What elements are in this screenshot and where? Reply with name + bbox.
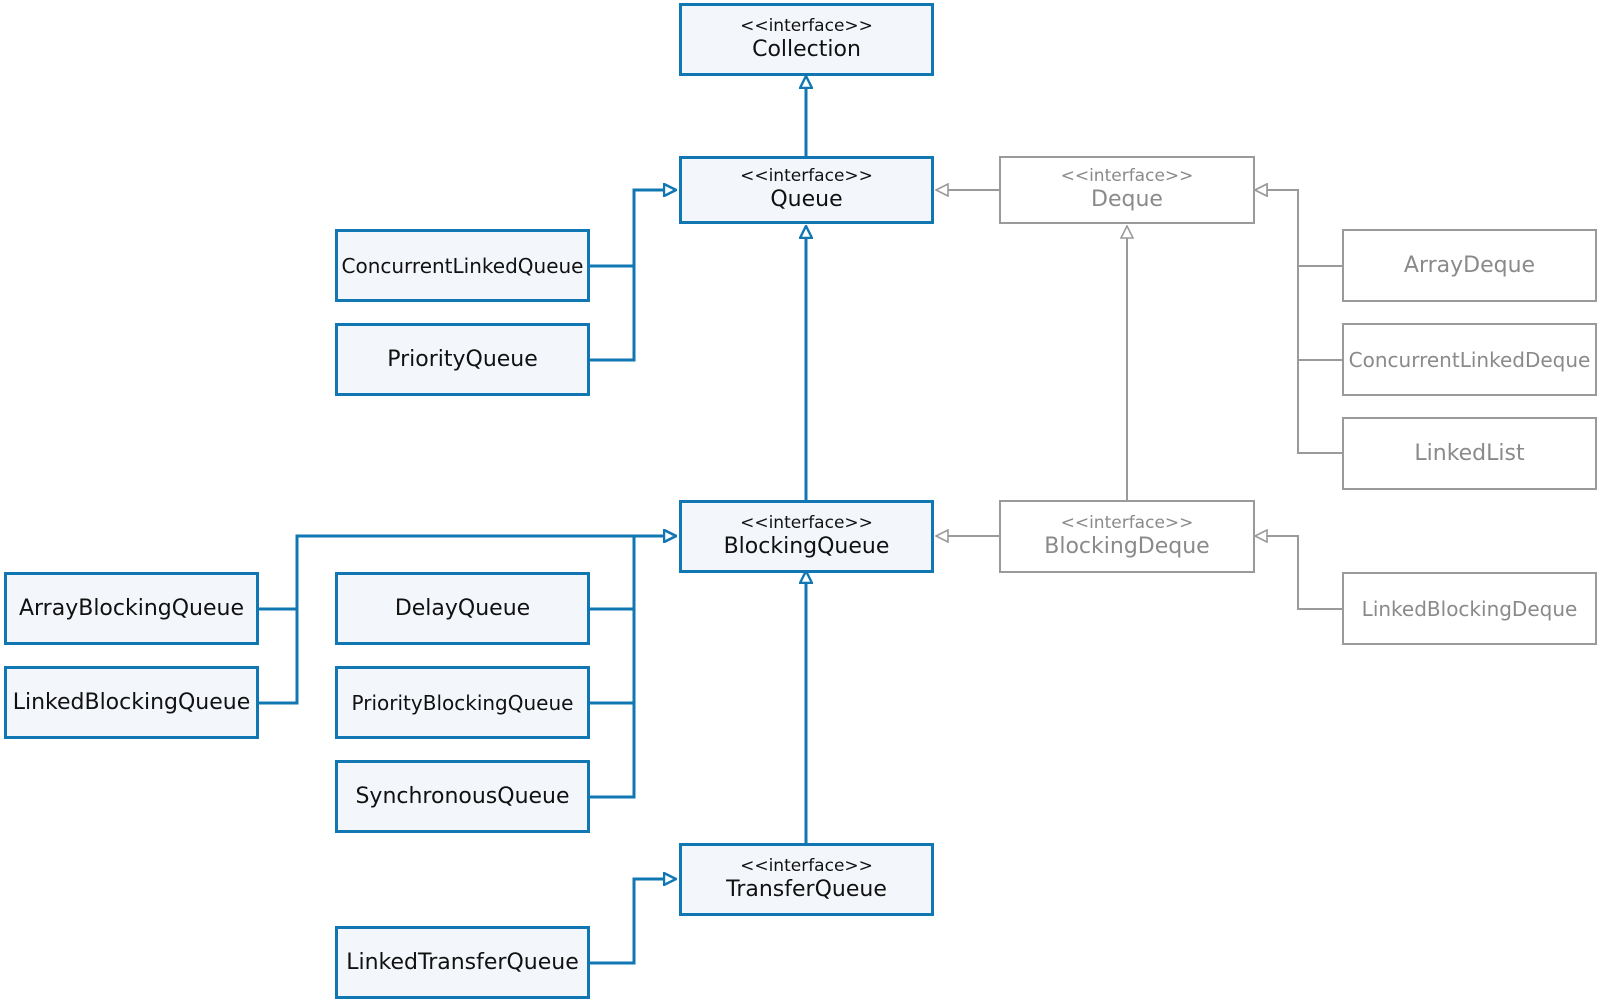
class-priority-blocking-queue[interactable]: PriorityBlockingQueue	[335, 666, 590, 739]
node-title: Collection	[752, 36, 861, 62]
edge-priorityqueue-queue	[590, 190, 676, 362]
class-linked-list[interactable]: LinkedList	[1342, 417, 1597, 490]
stereotype-label: <<interface>>	[1060, 512, 1194, 533]
interface-blocking-queue[interactable]: <<interface>> BlockingQueue	[679, 500, 934, 573]
interface-transfer-queue[interactable]: <<interface>> TransferQueue	[679, 843, 934, 916]
node-title: BlockingQueue	[723, 533, 890, 559]
interface-queue[interactable]: <<interface>> Queue	[679, 156, 934, 224]
node-title: Queue	[770, 187, 843, 212]
node-title: PriorityBlockingQueue	[351, 690, 574, 715]
stereotype-label: <<interface>>	[740, 855, 873, 876]
node-title: BlockingDeque	[1044, 533, 1210, 559]
interface-blocking-deque[interactable]: <<interface>> BlockingDeque	[999, 500, 1255, 573]
class-concurrent-linked-deque[interactable]: ConcurrentLinkedDeque	[1342, 323, 1597, 396]
node-title: LinkedBlockingDeque	[1361, 596, 1578, 621]
stereotype-label: <<interface>>	[740, 512, 873, 533]
stereotype-label: <<interface>>	[740, 15, 873, 36]
class-array-blocking-queue[interactable]: ArrayBlockingQueue	[4, 572, 259, 645]
edge-linkedtransferqueue-transferqueue	[590, 879, 676, 965]
node-title: LinkedBlockingQueue	[12, 689, 251, 715]
class-array-deque[interactable]: ArrayDeque	[1342, 229, 1597, 302]
node-title: ConcurrentLinkedDeque	[1348, 347, 1591, 372]
class-synchronous-queue[interactable]: SynchronousQueue	[335, 760, 590, 833]
class-linked-blocking-queue[interactable]: LinkedBlockingQueue	[4, 666, 259, 739]
node-title: LinkedTransferQueue	[346, 949, 579, 975]
edge-linkedblockingdeque-blockingdeque	[1255, 536, 1342, 610]
class-concurrent-linked-queue[interactable]: ConcurrentLinkedQueue	[335, 229, 590, 302]
edge-linkedblockingqueue-blockingqueue	[259, 536, 676, 705]
class-delay-queue[interactable]: DelayQueue	[335, 572, 590, 645]
node-title: Deque	[1091, 187, 1163, 212]
node-title: PriorityQueue	[387, 346, 538, 372]
node-title: ArrayDeque	[1403, 252, 1536, 278]
node-title: ArrayBlockingQueue	[18, 595, 245, 621]
stereotype-label: <<interface>>	[1060, 166, 1194, 186]
node-title: LinkedList	[1414, 440, 1525, 466]
node-title: TransferQueue	[726, 876, 887, 902]
class-linked-blocking-deque[interactable]: LinkedBlockingDeque	[1342, 572, 1597, 645]
interface-deque[interactable]: <<interface>> Deque	[999, 156, 1255, 224]
node-title: DelayQueue	[394, 595, 531, 621]
class-linked-transfer-queue[interactable]: LinkedTransferQueue	[335, 926, 590, 999]
interface-collection[interactable]: <<interface>> Collection	[679, 3, 934, 76]
node-title: SynchronousQueue	[355, 783, 570, 809]
edge-linkedlist-deque	[1255, 190, 1342, 454]
stereotype-label: <<interface>>	[740, 166, 873, 186]
edge-synchronousqueue-blockingqueue	[590, 536, 676, 799]
class-priority-queue[interactable]: PriorityQueue	[335, 323, 590, 396]
node-title: ConcurrentLinkedQueue	[341, 253, 584, 278]
